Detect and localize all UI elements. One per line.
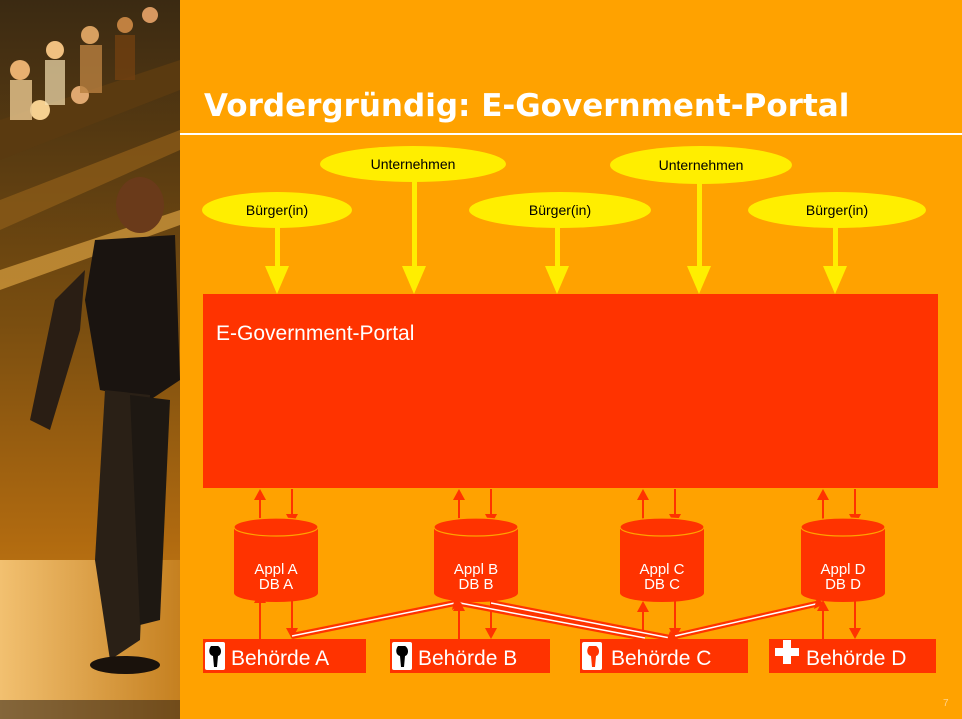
arrow-unternehmen-1	[402, 180, 426, 294]
authority-b: Behörde B	[390, 639, 550, 673]
db-line1: Appl B	[454, 561, 498, 578]
authority-d: Behörde D	[769, 639, 936, 673]
escalator-photo	[0, 0, 180, 719]
authority-c: Behörde C	[580, 639, 748, 673]
basel-stadt-staff-icon	[392, 642, 412, 670]
portal-label: E-Government-Portal	[216, 322, 414, 345]
actor-buerger-3: Bürger(in)	[748, 192, 926, 228]
portal-box: E-Government-Portal	[203, 294, 938, 488]
authority-a: Behörde A	[203, 639, 366, 673]
cross-links	[291, 597, 824, 643]
db-line1: Appl A	[254, 561, 297, 578]
authority-label: Behörde D	[806, 647, 906, 670]
database-c: Appl C DB C	[619, 517, 705, 602]
authority-label: Behörde B	[418, 647, 517, 670]
actor-arrows	[265, 180, 847, 294]
actor-label: Bürger(in)	[246, 202, 308, 218]
db-line1: Appl C	[639, 561, 684, 578]
database-d: Appl D DB D	[800, 517, 886, 602]
db-line1: Appl D	[820, 561, 865, 578]
actor-unternehmen-2: Unternehmen	[610, 146, 792, 184]
title-bar: Vordergründig: E-Government-Portal	[180, 80, 962, 136]
actor-unternehmen-1: Unternehmen	[320, 146, 506, 182]
arrow-buerger-3	[823, 225, 847, 294]
db-line2: DB D	[825, 576, 861, 593]
database-a: Appl A DB A	[233, 517, 319, 602]
basel-land-staff-icon	[582, 642, 602, 670]
actor-buerger-1: Bürger(in)	[202, 192, 352, 228]
slide-title: Vordergründig: E-Government-Portal	[204, 88, 850, 124]
authority-label: Behörde C	[611, 647, 711, 670]
database-b: Appl B DB B	[433, 517, 519, 602]
actor-buerger-2: Bürger(in)	[469, 192, 651, 228]
arrow-buerger-2	[545, 225, 569, 294]
db-line2: DB C	[644, 576, 680, 593]
basel-stadt-staff-icon	[205, 642, 225, 670]
actor-label: Bürger(in)	[806, 202, 868, 218]
arrow-buerger-1	[265, 225, 289, 294]
actor-label: Bürger(in)	[529, 202, 591, 218]
arrow-unternehmen-2	[687, 180, 711, 294]
swiss-cross-icon	[775, 640, 799, 664]
title-underline	[180, 133, 962, 135]
connector-arrows	[254, 489, 861, 640]
db-line2: DB A	[259, 576, 293, 593]
page-number: 7	[943, 698, 949, 709]
db-line2: DB B	[458, 576, 493, 593]
actor-label: Unternehmen	[659, 157, 744, 173]
authority-label: Behörde A	[231, 647, 329, 670]
actor-label: Unternehmen	[371, 156, 456, 172]
